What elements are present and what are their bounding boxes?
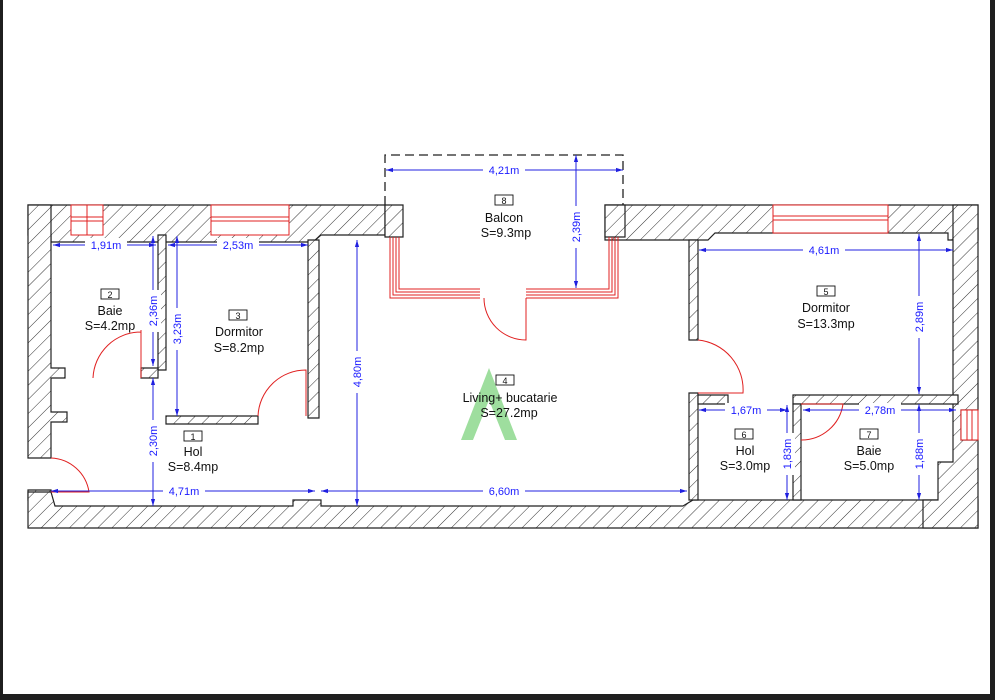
room-area: S=3.0mp: [720, 459, 770, 473]
room-7: 7 Baie S=5.0mp: [844, 428, 894, 473]
room-name: Living+ bucatarie: [463, 391, 558, 405]
dim-dormitor5-height: 2,89m: [914, 302, 926, 333]
dim-dormitor3-height: 3,23m: [172, 314, 184, 345]
interior-walls: [140, 234, 959, 501]
dim-baie7-width: 2,78m: [865, 405, 896, 417]
room-8: 8 Balcon S=9.3mp: [481, 194, 531, 240]
room-area: S=27.2mp: [480, 406, 537, 420]
room-6: 6 Hol S=3.0mp: [720, 428, 770, 473]
doors: [50, 297, 844, 493]
floor-plan-sheet: 1,91m 2,53m 2,36m 3,23m 2,30m 4,71m 6,60…: [3, 0, 990, 694]
svg-text:5: 5: [823, 287, 828, 297]
dim-baie7-height: 1,88m: [914, 439, 926, 470]
room-area: S=8.4mp: [168, 460, 218, 474]
dim-hol1-height: 2,30m: [148, 426, 160, 457]
room-name: Dormitor: [802, 301, 850, 315]
room-area: S=13.3mp: [797, 317, 854, 331]
room-area: S=4.2mp: [85, 319, 135, 333]
room-name: Baie: [97, 304, 122, 318]
dimension-labels: 1,91m 2,53m 2,36m 3,23m 2,30m 4,71m 6,60…: [85, 163, 927, 498]
room-4: 4 Living+ bucatarie S=27.2mp: [463, 374, 558, 420]
svg-text:3: 3: [235, 311, 240, 321]
dim-hol1-width: 4,71m: [169, 486, 200, 498]
room-name: Baie: [856, 444, 881, 458]
room-name: Dormitor: [215, 325, 263, 339]
floor-plan: 1,91m 2,53m 2,36m 3,23m 2,30m 4,71m 6,60…: [27, 154, 979, 529]
room-area: S=5.0mp: [844, 459, 894, 473]
room-1: 1 Hol S=8.4mp: [168, 430, 218, 474]
svg-text:7: 7: [866, 430, 871, 440]
room-name: Hol: [184, 445, 203, 459]
svg-text:6: 6: [741, 430, 746, 440]
dim-balcon-height: 2,39m: [571, 212, 583, 243]
room-name: Balcon: [485, 211, 523, 225]
dim-hol6-width: 1,67m: [731, 405, 762, 417]
dim-balcon-width: 4,21m: [489, 165, 520, 177]
windows: [70, 204, 979, 441]
balcony-outline: [384, 154, 624, 299]
room-5: 5 Dormitor S=13.3mp: [797, 285, 855, 331]
dim-hol6-height: 1,83m: [782, 439, 794, 470]
dim-dormitor3-width: 2,53m: [223, 240, 254, 252]
dim-living-height: 4,80m: [352, 357, 364, 388]
dim-living-width: 6,60m: [489, 486, 520, 498]
dim-dormitor5-width: 4,61m: [809, 245, 840, 257]
room-area: S=8.2mp: [214, 341, 264, 355]
svg-text:2: 2: [107, 290, 112, 300]
room-name: Hol: [736, 444, 755, 458]
room-area: S=9.3mp: [481, 226, 531, 240]
dim-baie-height: 2,36m: [148, 296, 160, 327]
dim-baie-width: 1,91m: [91, 240, 122, 252]
room-3: 3 Dormitor S=8.2mp: [214, 309, 264, 355]
watermark-logo: [461, 368, 517, 440]
svg-text:8: 8: [501, 196, 506, 206]
svg-text:4: 4: [502, 376, 507, 386]
room-2: 2 Baie S=4.2mp: [85, 288, 135, 333]
svg-text:1: 1: [190, 432, 195, 442]
